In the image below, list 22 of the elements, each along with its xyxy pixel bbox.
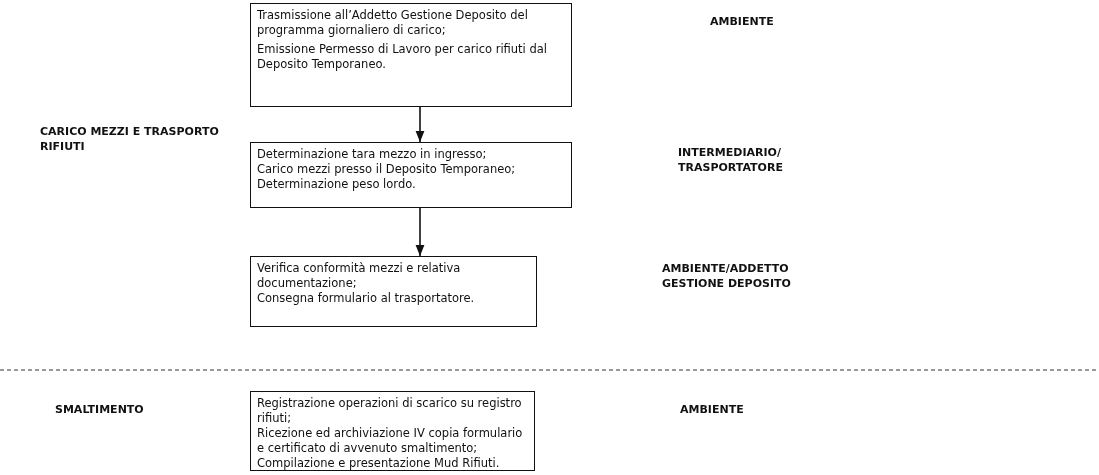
role-label: CARICO MEZZI E TRASPORTO RIFIUTI bbox=[40, 125, 220, 155]
step-text: Carico mezzi presso il Deposito Temporaneo; bbox=[257, 161, 517, 177]
process-box bbox=[250, 391, 535, 471]
step-text: Determinazione peso lordo. bbox=[257, 176, 417, 192]
arrow bbox=[415, 207, 425, 257]
process-box bbox=[250, 256, 537, 327]
role-label: AMBIENTE bbox=[710, 15, 775, 30]
role-label: AMBIENTE/ADDETTO GESTIONE DEPOSITO bbox=[662, 262, 792, 292]
step-text: Determinazione tara mezzo in ingresso; bbox=[257, 147, 488, 162]
step-text: Consegna formulario al trasportatore. bbox=[257, 290, 476, 306]
step-text: Compilazione e presentazione Mud Rifiuti. bbox=[257, 455, 501, 471]
role-label: INTERMEDIARIO/ TRASPORTATORE bbox=[678, 146, 784, 176]
role-label: SMALTIMENTO bbox=[55, 403, 145, 418]
role-label: AMBIENTE bbox=[680, 403, 745, 418]
step-text: Registrazione operazioni di scarico su registro rifiuti; bbox=[257, 396, 523, 426]
step-text: Ricezione ed archiviazione IV copia formulario e certificato di avvenuto smaltimento; bbox=[257, 425, 524, 456]
step-text: Emissione Permesso di Lavoro per carico rifiuti dal Deposito Temporaneo. bbox=[257, 41, 548, 72]
process-box bbox=[250, 142, 572, 208]
step-text: Trasmissione all’Addetto Gestione Deposito del programma giornaliero di carico; bbox=[257, 8, 529, 38]
step-text: Verifica conformità mezzi e relativa documentazione; bbox=[257, 261, 462, 291]
process-box bbox=[250, 3, 572, 107]
arrow bbox=[415, 106, 425, 143]
